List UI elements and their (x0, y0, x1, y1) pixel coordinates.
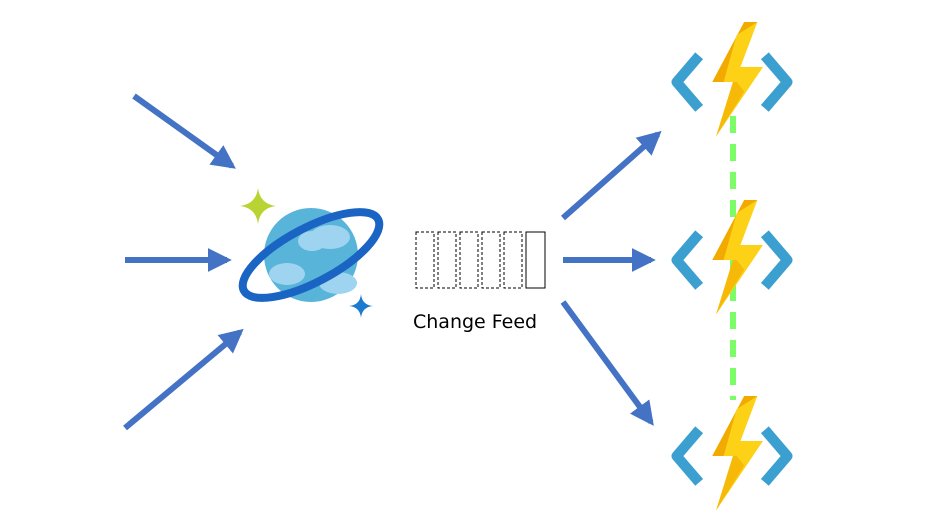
change-feed-item (437, 231, 457, 289)
cosmos-db-icon (238, 188, 384, 318)
change-feed-item (459, 231, 479, 289)
output-arrow-bottom (560, 300, 654, 426)
change-feed-item (525, 231, 546, 289)
output-arrow-top (561, 130, 662, 221)
input-arrow-top (132, 93, 236, 169)
change-feed-item (481, 231, 501, 289)
change-feed-item (503, 231, 523, 289)
change-feed-queue (415, 231, 546, 289)
change-feed-item (415, 231, 435, 289)
change-feed-label: Change Feed (413, 311, 538, 333)
input-arrow-bottom (123, 328, 244, 431)
azure-functions-icon (677, 396, 788, 510)
